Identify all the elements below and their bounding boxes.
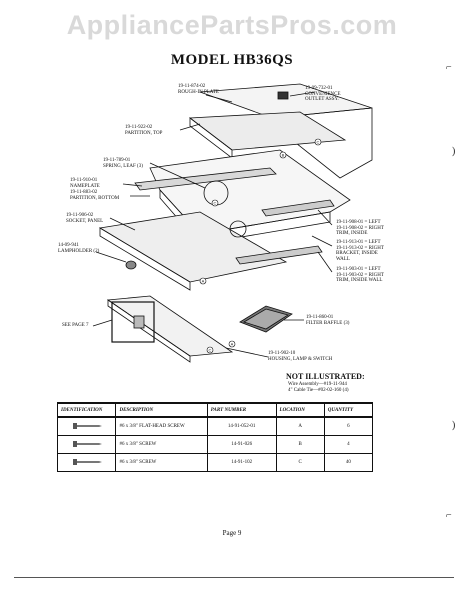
part-number-cell: 14-91-052-01 [206,416,277,436]
header-quantity: QUANTITY [323,402,374,418]
see-page-box [111,301,155,343]
trim-inside-shape [261,199,335,217]
table-row: #6 x 3/8" SCREW 14-91-102 C 40 [56,453,374,472]
scan-mark: ⌐ [446,510,452,521]
callout-nameplate: 19-11-910-01 NAMEPLATE [70,178,100,189]
callout-bracket-inside-wall: 19-11-913-01 = LEFT 19-11-913-02 = RIGHT… [336,240,384,262]
header-identification: IDENTIFICATION [56,402,117,418]
svg-text:C: C [209,348,212,353]
screw-icon [56,416,117,436]
callout-housing: 19-11-902-10 HOUSING, LAMP & SWITCH [268,351,333,362]
table-row: #6 x 3/8" SCREW 14-91-026 B 4 [56,435,374,454]
outlet-cutout [277,91,289,100]
callout-filter-baffle: 19-11-860-01 FILTER BAFFLE (3) [306,315,350,326]
table-row: #6 x 3/8" FLAT-HEAD SCREW 14-91-052-01 A… [56,416,374,436]
partition-top-shape [188,111,347,151]
svg-text:A: A [231,342,234,347]
scan-mark: ) [452,146,456,157]
callout-trim-inside-wall: 19-11-903-01 = LEFT 19-11-903-02 = RIGHT… [336,267,384,284]
nameplate-strip [134,167,277,191]
not-illustrated-item: 4" Cable Tie—#02-02-160 (4) [288,388,349,393]
model-title: MODEL HB36QS [170,52,294,68]
page-number: Page 9 [222,529,242,537]
callout-partition-top: 19-11-922-02 PARTITION, TOP [125,125,163,136]
screw-icon [56,435,117,454]
part-number-cell: 14-91-102 [206,453,277,472]
not-illustrated-title: NOT ILLUSTRATED: [286,372,365,381]
description-cell: #6 x 3/8" SCREW [115,435,208,454]
callout-rough-in-plate: 19-11-874-02 ROUGH-IN PLATE [178,84,219,95]
svg-text:C: C [317,140,320,145]
header-description: DESCRIPTION [115,402,208,418]
location-cell: A [275,416,325,436]
description-cell: #6 x 3/8" FLAT-HEAD SCREW [115,416,208,436]
callout-partition-bottom: 19-11-883-02 PARTITION, BOTTOM [70,190,120,201]
location-cell: C [275,453,325,472]
callout-socket-panel: 19-11-906-02 SOCKET, PANEL [66,213,104,224]
part-number-cell: 14-91-026 [206,435,277,454]
quantity-cell: 4 [323,435,374,454]
bottom-rule [14,577,454,578]
location-cell: B [275,435,325,454]
trim-inside-wall-shape [235,245,323,265]
scan-mark: ⌐ [446,62,452,73]
callout-see-page: SEE PAGE 7 [62,323,89,328]
quantity-cell: 6 [323,416,374,436]
svg-text:A: A [202,279,205,284]
callout-convenience-outlet: 19-09-732-01 CONVENIENCE OUTLET ASSY. [305,86,341,103]
parts-table: IDENTIFICATION DESCRIPTION PART NUMBER L… [56,402,374,472]
scan-mark: ) [452,420,456,431]
svg-text:B: B [282,153,285,158]
header-part-number: PART NUMBER [206,402,277,418]
callout-spring-leaf: 19-11-789-01 SPRING, LEAF (3) [103,158,143,169]
header-location: LOCATION [275,402,325,418]
callout-lampholder: 14-09-941 LAMPHOLDER (2) [58,243,100,254]
not-illustrated-item: Wire Assembly—#19-11-944 [288,382,347,387]
svg-text:C: C [214,201,217,206]
lamp-housing-shape [106,295,234,357]
watermark: AppliancePartsPros.com [66,10,398,40]
screw-icon [56,453,117,472]
lampholder-shape [125,260,137,270]
description-cell: #6 x 3/8" SCREW [115,453,208,472]
quantity-cell: 40 [323,453,374,472]
callout-trim-inside: 19-11-908-01 = LEFT 19-11-908-02 = RIGHT… [336,220,384,237]
